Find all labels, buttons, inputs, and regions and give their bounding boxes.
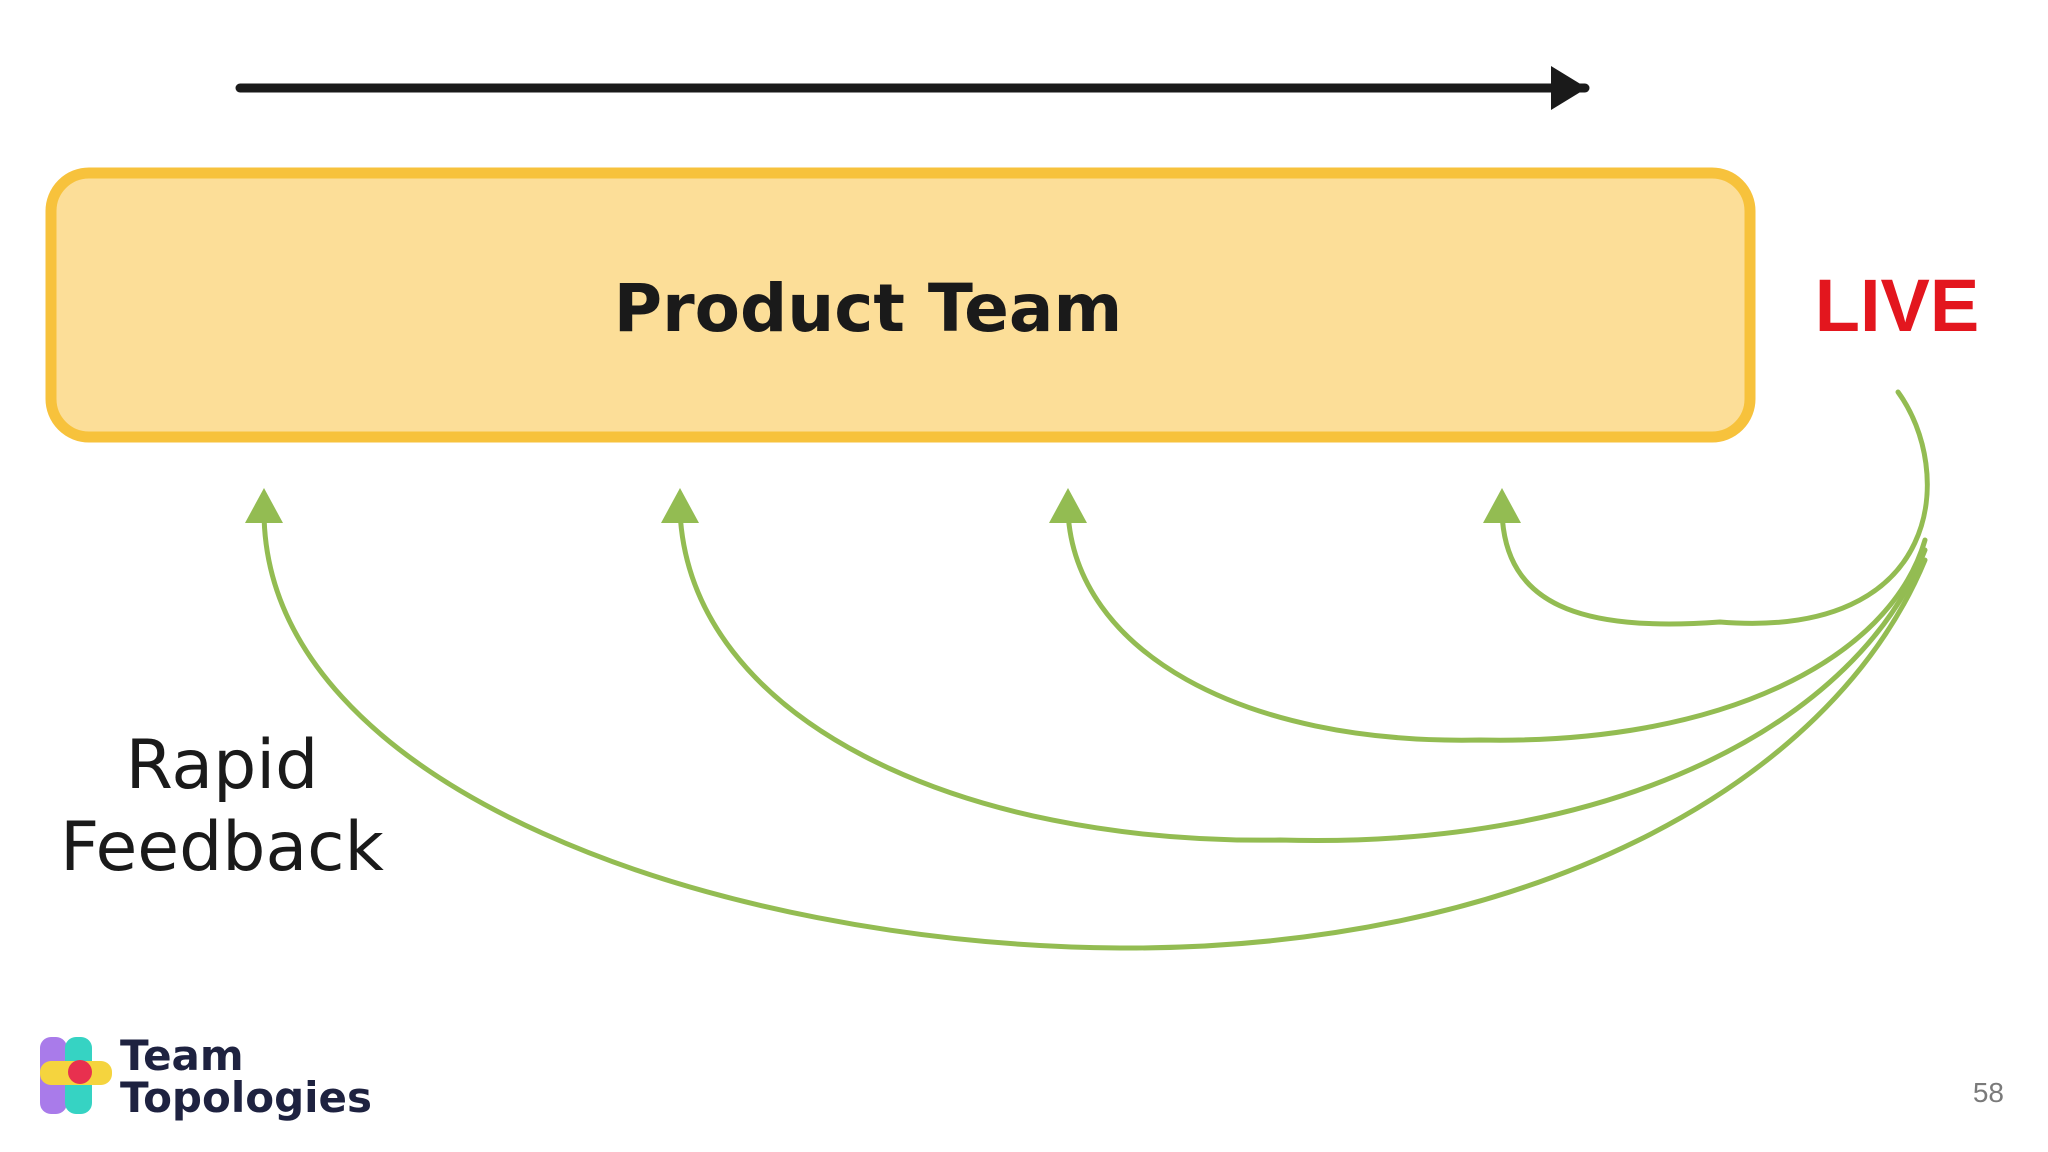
live-label: LIVE bbox=[1815, 264, 1979, 347]
feedback-arrowhead-1 bbox=[1483, 488, 1521, 523]
feedback-loop-2 bbox=[1065, 509, 1928, 743]
rapid-feedback-label-line1: Rapid bbox=[126, 726, 319, 805]
brand-name-line2: Topologies bbox=[120, 1073, 372, 1122]
feedback-loop-4 bbox=[261, 509, 1928, 951]
brand-name-line1: Team bbox=[120, 1031, 244, 1080]
feedback-loop-1 bbox=[1499, 389, 1930, 627]
feedback-loop-3 bbox=[677, 509, 1928, 844]
feedback-arrowhead-3 bbox=[661, 488, 699, 523]
product-team-label: Product Team bbox=[614, 270, 1122, 347]
feedback-arrowheads bbox=[245, 488, 1521, 523]
rapid-feedback-label-line2: Feedback bbox=[60, 808, 384, 887]
feedback-loops bbox=[261, 389, 1930, 951]
product-team-box bbox=[45, 167, 1756, 443]
page-number: 58 bbox=[1973, 1077, 2004, 1108]
team-topologies-logo-icon bbox=[40, 1037, 112, 1114]
feedback-arrowhead-4 bbox=[245, 488, 283, 523]
feedback-arrowhead-2 bbox=[1049, 488, 1087, 523]
